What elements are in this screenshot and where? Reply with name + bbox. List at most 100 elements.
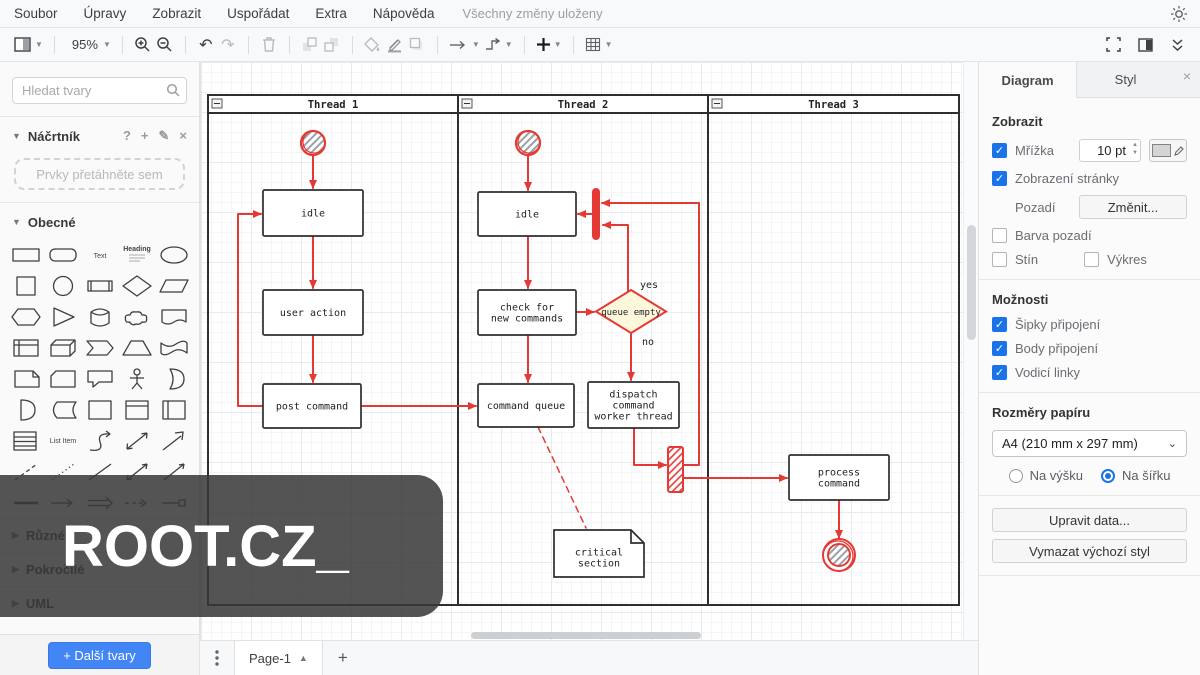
table-dropdown[interactable]: ▼ <box>583 32 615 58</box>
collapse-toolbar-icon[interactable] <box>1166 32 1188 58</box>
shape-cylinder[interactable] <box>81 301 118 332</box>
portrait-radio[interactable]: Na výšku <box>1008 468 1083 483</box>
page-tab[interactable]: Page-1 ▲ <box>234 641 323 675</box>
pool[interactable] <box>207 94 960 606</box>
connection-points-checkbox[interactable] <box>992 341 1007 356</box>
grid-checkbox[interactable] <box>992 143 1007 158</box>
node-end1[interactable] <box>822 538 856 572</box>
paper-size-select[interactable]: A4 (210 mm x 297 mm) ⌄ <box>992 430 1187 457</box>
shape-document[interactable] <box>155 301 192 332</box>
shape-vertical-container[interactable] <box>118 394 155 425</box>
node-queueempty[interactable]: queue empty <box>594 288 668 335</box>
shape-heading[interactable]: Heading <box>118 239 155 270</box>
shape-data-storage[interactable] <box>44 394 81 425</box>
node-idle2[interactable]: idle <box>477 191 577 237</box>
node-postcommand[interactable]: post command <box>262 383 362 429</box>
scratchpad-help-icon[interactable]: ? <box>122 128 131 143</box>
scratchpad-add-icon[interactable]: + <box>140 128 149 143</box>
zoom-in-icon[interactable] <box>132 32 154 58</box>
menu-usporadat[interactable]: Uspořádat <box>227 6 290 21</box>
pages-menu-icon[interactable] <box>200 641 234 675</box>
shape-curve[interactable] <box>81 425 118 456</box>
landscape-radio[interactable]: Na šířku <box>1101 468 1170 483</box>
shape-tape[interactable] <box>155 332 192 363</box>
lane-minimize-button[interactable] <box>211 98 223 109</box>
shape-container[interactable] <box>81 394 118 425</box>
shape-horizontal-container[interactable] <box>155 394 192 425</box>
diagram-edge[interactable] <box>633 427 667 469</box>
shape-parallelogram[interactable] <box>155 270 192 301</box>
diagram-edge[interactable] <box>237 210 264 407</box>
node-start1[interactable] <box>299 129 327 157</box>
shape-callout[interactable] <box>81 363 118 394</box>
node-start2[interactable] <box>514 129 542 157</box>
add-page-button[interactable]: + <box>337 648 348 667</box>
node-idle1[interactable]: idle <box>262 189 364 237</box>
scratchpad-dropzone[interactable]: Prvky přetáhněte sem <box>14 158 185 190</box>
lane-title[interactable]: Thread 3 <box>808 99 859 111</box>
sketch-checkbox[interactable] <box>1084 252 1100 267</box>
node-useraction[interactable]: user action <box>262 289 364 336</box>
line-color-icon[interactable] <box>384 32 406 58</box>
node-hatchbar[interactable] <box>667 446 684 493</box>
grid-size-input[interactable]: 10 pt ▲▼ <box>1079 139 1141 162</box>
shadow-checkbox[interactable] <box>992 252 1007 267</box>
guides-checkbox[interactable] <box>992 365 1007 380</box>
lane-minimize-button[interactable] <box>461 98 473 109</box>
page-view-checkbox[interactable] <box>992 171 1007 186</box>
view-panels-button[interactable]: ▼ <box>12 32 45 58</box>
shape-cloud[interactable] <box>118 301 155 332</box>
zoom-level-dropdown[interactable]: 95%▼ <box>71 37 111 52</box>
spinner-icons[interactable]: ▲▼ <box>1132 142 1138 157</box>
lane-title[interactable]: Thread 1 <box>308 99 359 111</box>
edit-data-button[interactable]: Upravit data... <box>992 508 1187 532</box>
shape-triangle[interactable] <box>44 301 81 332</box>
shape-trapezoid[interactable] <box>118 332 155 363</box>
shape-and[interactable] <box>7 394 44 425</box>
format-panel-toggle-icon[interactable] <box>1134 32 1156 58</box>
panel-close-icon[interactable]: × <box>1182 68 1192 84</box>
shape-diamond[interactable] <box>118 270 155 301</box>
shape-rounded-rectangle[interactable] <box>44 239 81 270</box>
fullscreen-icon[interactable] <box>1102 32 1124 58</box>
node-syncbar[interactable] <box>592 188 600 240</box>
vertical-scrollbar[interactable] <box>967 225 976 340</box>
diagram-edge[interactable] <box>537 426 587 529</box>
horizontal-scrollbar[interactable] <box>471 632 701 639</box>
diagram-edge[interactable] <box>602 221 629 294</box>
scratchpad-close-icon[interactable]: × <box>179 128 187 143</box>
waypoint-style-dropdown[interactable]: ▼ <box>482 32 515 58</box>
zoom-out-icon[interactable] <box>154 32 176 58</box>
menu-napoveda[interactable]: Nápověda <box>372 6 435 21</box>
shape-process[interactable] <box>81 270 118 301</box>
shape-internal-storage[interactable] <box>7 332 44 363</box>
shape-cube[interactable] <box>44 332 81 363</box>
shape-rectangle[interactable] <box>7 239 44 270</box>
shape-list[interactable] <box>7 425 44 456</box>
shape-or[interactable] <box>155 363 192 394</box>
search-input[interactable] <box>12 77 187 104</box>
undo-icon[interactable]: ↶ <box>199 34 213 54</box>
background-color-checkbox[interactable] <box>992 228 1007 243</box>
lane-title[interactable]: Thread 2 <box>558 99 609 111</box>
menu-upravy[interactable]: Úpravy <box>83 6 127 21</box>
shape-arrow[interactable] <box>155 425 192 456</box>
connection-arrows-checkbox[interactable] <box>992 317 1007 332</box>
shape-circle[interactable] <box>44 270 81 301</box>
menu-soubor[interactable]: Soubor <box>14 6 58 21</box>
grid-color-button[interactable] <box>1149 139 1187 162</box>
theme-icon[interactable] <box>1170 5 1188 23</box>
lane-minimize-button[interactable] <box>711 98 723 109</box>
tab-diagram[interactable]: Diagram <box>979 62 1077 98</box>
more-shapes-button[interactable]: + Další tvary <box>48 641 151 669</box>
shape-ellipse[interactable] <box>155 239 192 270</box>
change-background-button[interactable]: Změnit... <box>1079 195 1187 219</box>
scratchpad-edit-icon[interactable]: ✎ <box>158 128 170 143</box>
vertical-scrollbar-track[interactable] <box>963 62 978 640</box>
